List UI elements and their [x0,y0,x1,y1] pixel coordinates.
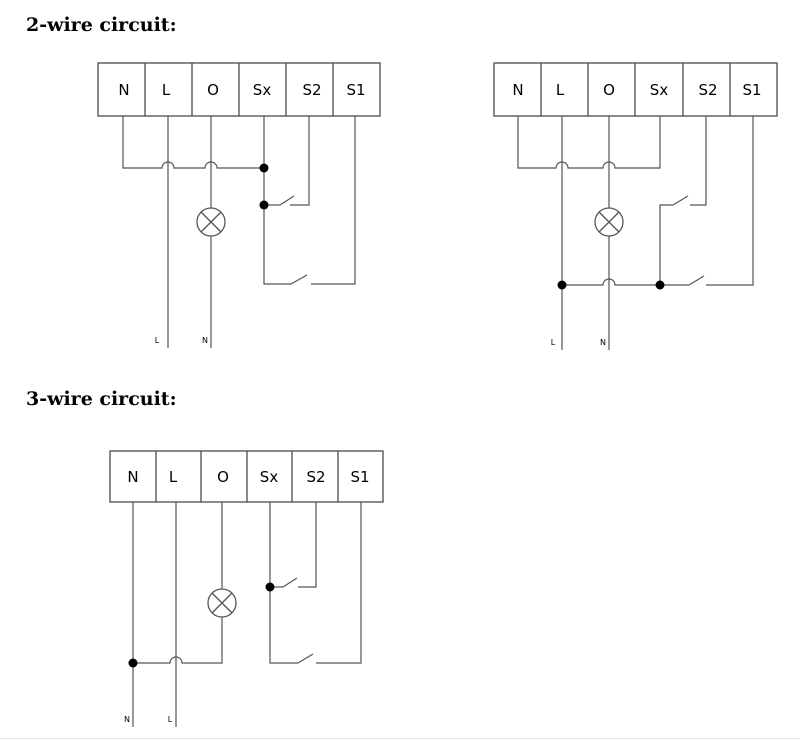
wire-lamp-return [133,502,223,664]
terminal-block: N L O Sx S2 S1 [493,62,778,117]
lead-label-n: N [600,338,606,347]
two-wire-heading: 2-wire circuit: [26,14,177,36]
terminal-block: N L O Sx S2 S1 [109,450,384,503]
wire-s2 [298,502,317,588]
terminal-sx-label: Sx [253,81,272,99]
wire-s2 [690,116,707,206]
switch-icon [672,195,689,206]
lamp-icon [196,207,226,237]
switch-icon [688,275,705,286]
two-wire-diagram-b: N L O Sx S2 S1 L N [493,62,778,350]
junction-dot [557,280,567,290]
lead-label-n: N [124,715,130,724]
three-wire-heading: 3-wire circuit: [26,388,177,410]
terminal-s1-label: S1 [346,81,365,99]
terminal-n-label: N [118,81,129,99]
terminal-block: N L O Sx S2 S1 [97,62,381,117]
terminal-o-label: O [217,468,229,486]
terminal-s2-label: S2 [302,81,321,99]
lamp-icon [594,207,624,237]
lamp-icon [207,588,237,618]
terminal-n-label: N [127,468,138,486]
terminal-sx-label: Sx [650,81,669,99]
junction-dot [259,163,269,173]
junction-dot [259,200,269,210]
terminal-o-label: O [603,81,615,99]
terminal-l-label: L [162,81,171,99]
wire-sx [269,502,298,664]
lead-label-n: N [202,336,208,345]
lead-label-l: L [155,336,160,345]
terminal-n-label: N [512,81,523,99]
junction-dot [265,582,275,592]
junction-dot [128,658,138,668]
switch-icon [297,653,314,664]
terminal-sx-label: Sx [260,468,279,486]
junction-dot [655,280,665,290]
terminal-l-label: L [169,468,178,486]
lead-label-l: L [168,715,173,724]
lead-label-l: L [551,338,556,347]
switch-icon [290,274,308,285]
wire-n-bridge [122,116,264,169]
wire-sx-switch [659,204,673,285]
two-wire-diagram-a: N L O Sx S2 S1 L N [97,62,381,348]
wire-s2 [290,116,310,206]
wire-n-bridge [517,116,661,169]
wire-s1 [706,116,754,286]
three-wire-diagram: N L O Sx S2 S1 N L [109,450,384,727]
terminal-s1-label: S1 [742,81,761,99]
terminal-s1-label: S1 [350,468,369,486]
switch-icon [279,195,295,206]
wire-bottom-bus [562,278,689,286]
terminal-l-label: L [556,81,565,99]
wire-s1 [311,116,356,285]
page-bottom-divider [0,738,800,739]
terminal-s2-label: S2 [306,468,325,486]
wire-s1 [316,502,362,664]
terminal-o-label: O [207,81,219,99]
terminal-s2-label: S2 [698,81,717,99]
switch-icon [282,577,298,588]
